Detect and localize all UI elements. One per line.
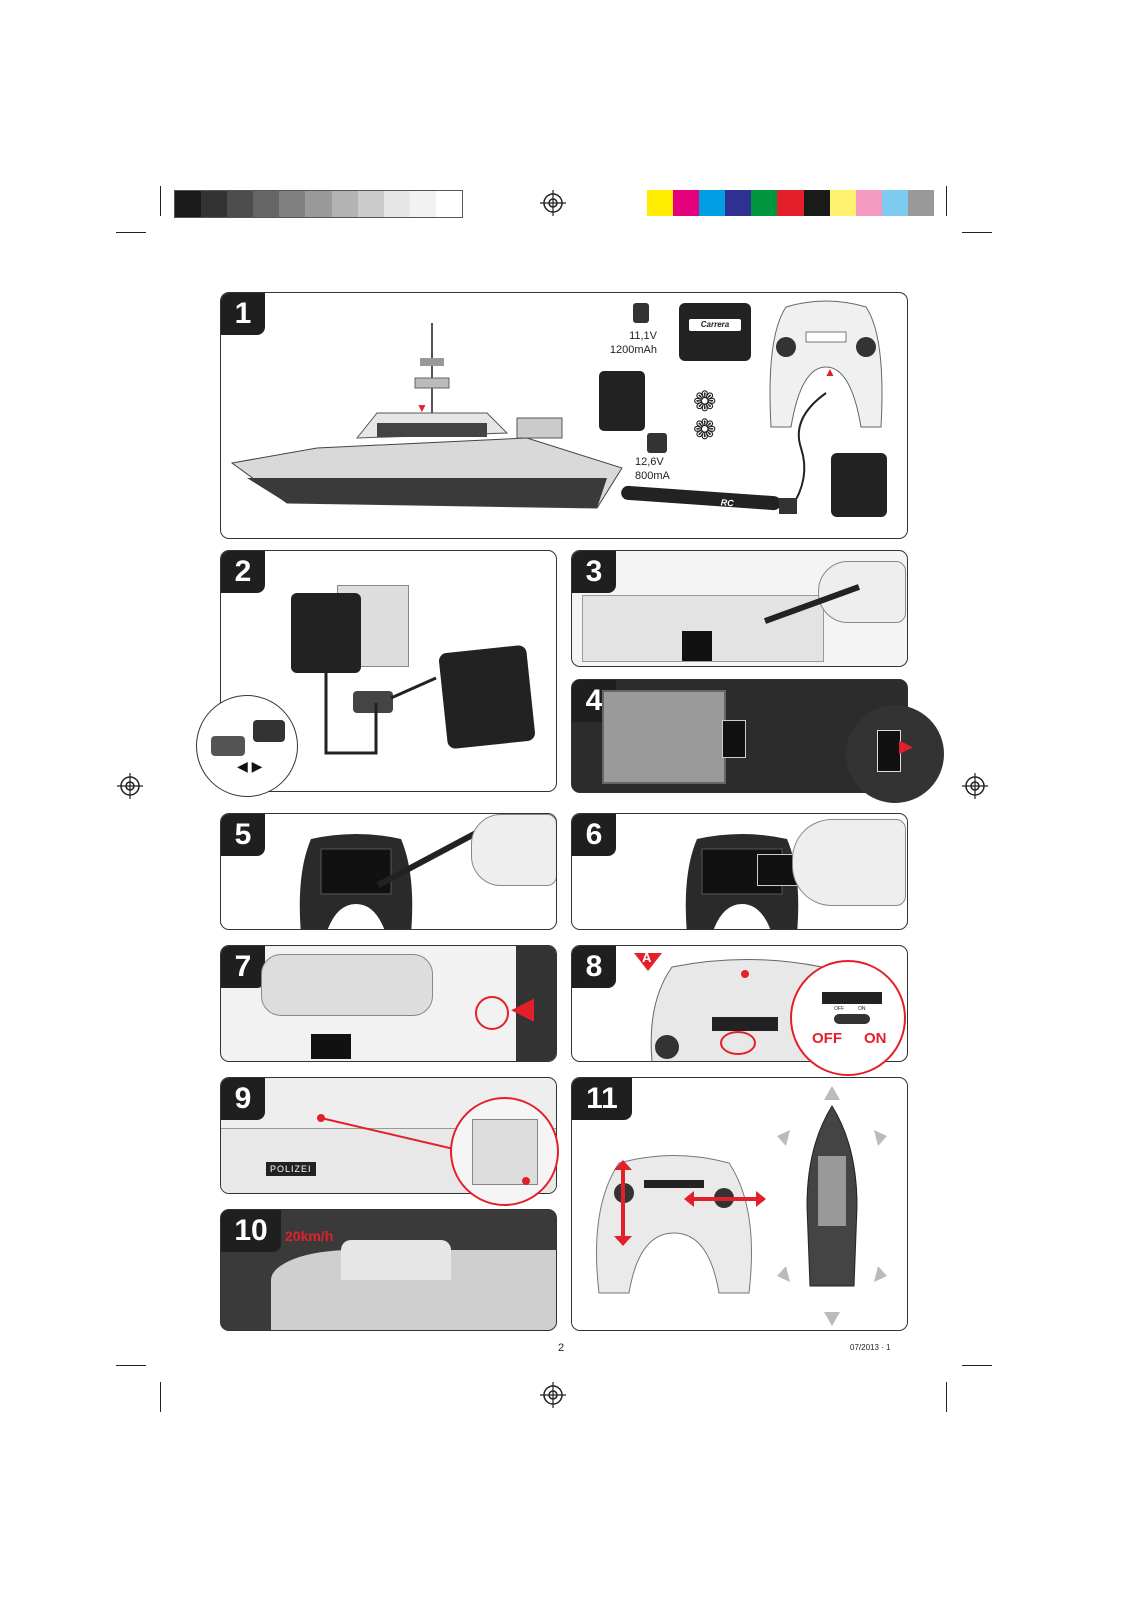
date-code: 07/2013 · 1 [850,1343,891,1352]
crop-mark [160,1382,161,1412]
step-number: 11 [572,1078,632,1120]
boat-label-plate: POLIZEI [266,1162,316,1176]
brand-label: Carrera [689,319,741,331]
zoom-circle-connector: ◀ ▶ [196,695,298,797]
arrow-up-icon: ▲ [824,365,836,379]
zoom-circle-detail [450,1097,559,1206]
crop-mark [160,186,161,216]
triangle-pointer-icon: ▶ [899,736,913,756]
grey-scale-bar [174,190,463,218]
crop-mark [116,1365,146,1366]
charger-current: 800mA [635,470,670,482]
controller-battery [831,453,887,517]
pointer-line [317,1114,472,1154]
zoom-circle-connector: ▶ [846,705,944,803]
off-label: OFF [812,1030,842,1047]
panel-step-11: 11 [571,1077,908,1331]
charger-connector [647,433,667,453]
step-number: 10 [221,1210,281,1252]
zoom-circle-switch: OFF ON OFF ON [790,960,906,1076]
boat-cabin [341,1240,451,1280]
panel-step-10: 10 20km/h [220,1209,557,1331]
step-number: 6 [572,814,616,856]
boat-top-view [777,1086,887,1326]
battery-capacity: 1200mAh [609,344,657,356]
charger-voltage: 12,6V [635,456,664,468]
battery-pack [438,644,536,750]
registration-mark-icon [962,773,988,799]
hand-screwdriver [818,561,906,623]
marker-a: A [642,950,652,965]
hull-interior [261,954,433,1016]
crop-mark [962,232,992,233]
charger-adapter [599,371,645,431]
registration-mark-icon [540,190,566,216]
black-block [682,631,712,661]
battery-pack: Carrera [679,303,751,361]
step-number: 7 [221,946,265,988]
cable-illustration [324,673,437,755]
registration-mark-icon [117,773,143,799]
controller-back [299,834,413,929]
crop-mark [116,232,146,233]
lanyard-brand: RC [720,497,735,509]
hand [792,819,906,906]
propeller-icon: ❁ [693,414,717,445]
crop-mark [946,186,947,216]
step-number: 5 [221,814,265,856]
registration-mark-icon [540,1382,566,1408]
triangle-pointer-icon: ◀ [511,992,535,1025]
crop-mark [962,1365,992,1366]
panel-step-6: 6 [571,813,908,930]
battery-voltage: 11,1V [629,330,657,342]
crop-mark [946,1382,947,1412]
lanyard-strap: RC [620,485,782,511]
battery-connector [633,303,649,323]
panel-step-3: 3 [571,550,908,667]
boat-side-wall [516,946,556,1061]
panel-step-1: 1 ▼ 11,1V 1200mAh Carrera 12,6V 800mA ❁ … [220,292,908,539]
remote-controller [596,1155,752,1294]
hand [471,814,556,886]
joystick-horizontal-arrow [684,1191,766,1207]
off-small-label: OFF [834,1006,844,1012]
color-bar [647,190,935,216]
step-number: 2 [221,551,265,593]
step-number: 1 [221,293,265,335]
remote-controller [769,300,883,428]
charger-plug [353,691,393,713]
panel-step-7: 7 ◀ [220,945,557,1062]
power-switch[interactable] [834,1014,870,1024]
joystick-vertical-arrow [614,1160,632,1246]
power-switch-highlight [720,1031,756,1055]
speed-label: 20km/h [285,1228,334,1244]
cable-illustration [779,392,827,514]
highlight-circle [475,996,509,1030]
on-label: ON [864,1030,887,1047]
on-small-label: ON [858,1006,866,1012]
charger-adapter [291,593,361,673]
page-number: 2 [558,1342,565,1354]
battery-connector [722,720,746,758]
battery-compartment [602,690,726,784]
black-block [311,1034,351,1059]
warning-triangle-icon [634,953,662,971]
step-number: 8 [572,946,616,988]
boat-illustration [230,323,623,509]
step-number: 3 [572,551,616,593]
triangle-pointer-icon: ◀ ▶ [237,758,263,774]
propeller-icon: ❁ [693,386,717,417]
arrow-down-icon: ▼ [416,401,428,415]
panel-step-5: 5 [220,813,557,930]
step-number: 9 [221,1078,265,1120]
